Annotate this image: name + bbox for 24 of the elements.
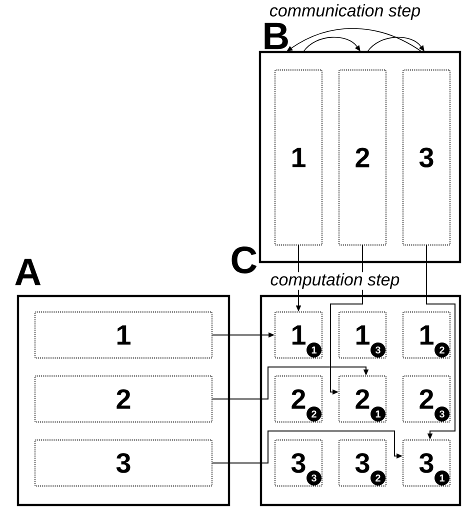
column-box: 2 xyxy=(338,70,386,246)
column-box: 3 xyxy=(402,70,450,246)
number-badge: 1 xyxy=(306,342,322,358)
arrow xyxy=(367,36,424,52)
number-badge: 2 xyxy=(306,406,322,422)
node-label: C xyxy=(232,246,257,274)
row-box: 1 xyxy=(34,312,212,358)
arrow xyxy=(303,36,360,52)
arrow xyxy=(286,28,422,52)
number-badge: 3 xyxy=(370,342,386,358)
step-label: computation step xyxy=(269,272,401,290)
number-badge: 2 xyxy=(370,470,386,486)
row-box: 3 xyxy=(34,440,212,486)
number-badge: 1 xyxy=(434,470,450,486)
number-badge: 2 xyxy=(434,342,450,358)
number-badge: 3 xyxy=(306,470,322,486)
node-label: B xyxy=(264,22,288,50)
step-label: communication step xyxy=(268,3,422,21)
number-badge: 1 xyxy=(370,406,386,422)
arrow xyxy=(212,366,369,400)
number-badge: 3 xyxy=(434,406,450,422)
row-box: 2 xyxy=(34,376,212,422)
node-label: A xyxy=(15,258,41,286)
column-box: 1 xyxy=(274,70,322,246)
